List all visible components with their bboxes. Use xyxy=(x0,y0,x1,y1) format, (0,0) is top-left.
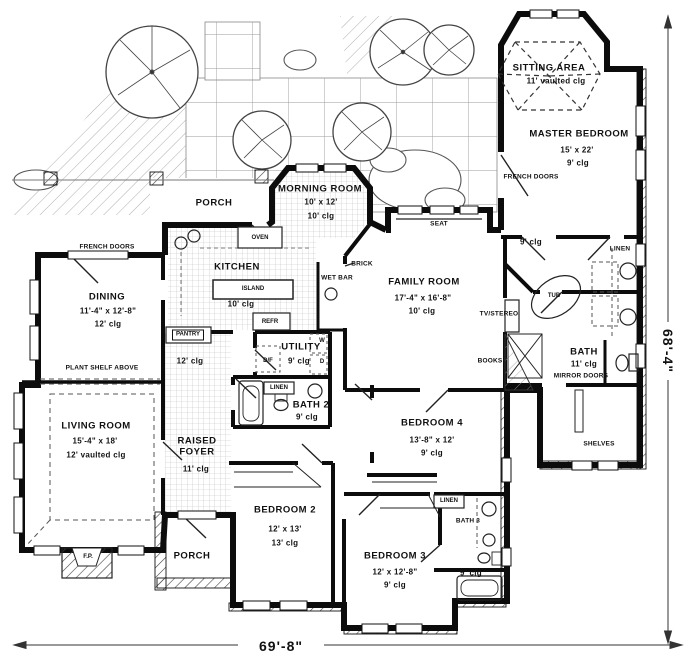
label-bedroom3-clg: 9' clg xyxy=(384,580,406,590)
label-bedroom4-size: 13'-8" x 12' xyxy=(409,435,455,445)
label-bath3-clg: 9' clg xyxy=(460,568,482,578)
label-books: BOOKS xyxy=(477,357,503,365)
label-bath-clg: 11' clg xyxy=(570,359,598,369)
dimension-bottom: 69'-8" xyxy=(252,638,310,654)
label-dining: DINING xyxy=(88,291,126,303)
label-kitchen-clg: 10' clg xyxy=(227,299,255,309)
label-refr: REFR xyxy=(261,319,279,325)
label-hall-clg: 9' clg xyxy=(520,237,542,247)
label-bath3: BATH 3 xyxy=(455,517,481,525)
label-french-doors-dining: FRENCH DOORS xyxy=(79,243,135,251)
label-brick: BRICK xyxy=(351,260,373,268)
label-island: ISLAND xyxy=(241,286,265,292)
dimension-lines xyxy=(12,14,684,650)
label-bath: BATH xyxy=(570,346,598,358)
label-linen-hall: LINEN xyxy=(270,385,288,391)
label-bedroom3: BEDROOM 3 xyxy=(363,550,427,562)
label-bedroom2-size: 12' x 13' xyxy=(268,524,302,534)
label-shelves: SHELVES xyxy=(583,440,615,448)
label-seat: SEAT xyxy=(430,220,448,228)
label-dryer: D xyxy=(319,359,325,365)
label-foyer-clg: 11' clg xyxy=(182,464,210,474)
label-wet-bar: WET BAR xyxy=(321,274,353,282)
fixtures xyxy=(25,41,639,601)
label-morning-room: MORNING ROOM xyxy=(277,183,363,195)
label-morning-clg: 10' clg xyxy=(307,211,335,221)
label-fireplace: F.P. xyxy=(83,554,93,560)
label-desk-file: D/F xyxy=(263,358,273,364)
label-family-room: FAMILY ROOM xyxy=(388,276,460,288)
label-master-size: 15' x 22' xyxy=(560,145,594,155)
label-washer: W xyxy=(319,338,325,344)
label-bath2: BATH 2 xyxy=(292,399,330,411)
label-sitting-area: SITTING AREA xyxy=(512,62,586,74)
label-foyer-2: FOYER xyxy=(179,446,215,458)
label-morning-size: 10' x 12' xyxy=(304,197,338,207)
label-bedroom4-clg: 9' clg xyxy=(421,448,443,458)
label-bedroom2-clg: 13' clg xyxy=(271,538,299,548)
windows xyxy=(13,9,646,634)
label-tub: TUB xyxy=(547,293,561,299)
label-bedroom3-size: 12' x 12'-8" xyxy=(372,567,418,577)
label-living-size: 15'-4" x 18' xyxy=(72,436,118,446)
label-tv-stereo: TV/STEREO xyxy=(479,310,519,318)
label-linen-bed3: LINEN xyxy=(440,498,458,504)
label-master-bedroom: MASTER BEDROOM xyxy=(529,128,629,140)
label-plant-shelf: PLANT SHELF ABOVE xyxy=(65,364,139,372)
label-family-clg: 10' clg xyxy=(408,306,436,316)
label-porch-rear: PORCH xyxy=(195,197,233,209)
label-dining-clg: 12' clg xyxy=(94,319,122,329)
label-gallery-clg: 12' clg xyxy=(176,356,204,366)
label-bath2-clg: 9' clg xyxy=(296,412,318,422)
label-foyer-1: RAISED xyxy=(177,435,217,447)
label-bedroom4: BEDROOM 4 xyxy=(400,417,464,429)
label-living-clg: 12' vaulted clg xyxy=(66,450,126,460)
interior-walls xyxy=(22,222,640,628)
label-oven: OVEN xyxy=(251,235,269,241)
label-sitting-clg: 11' vaulted clg xyxy=(526,76,586,86)
trees xyxy=(105,18,475,170)
label-kitchen: KITCHEN xyxy=(214,261,260,273)
label-family-size: 17'-4" x 16'-8" xyxy=(394,293,452,303)
label-dining-size: 11'-4" x 12'-8" xyxy=(79,306,137,316)
label-mirror-doors: MIRROR DOORS xyxy=(553,372,609,380)
dimension-right: 68'-4" xyxy=(660,322,676,380)
label-pantry: PANTRY xyxy=(172,329,204,341)
label-bedroom2: BEDROOM 2 xyxy=(253,504,317,516)
label-utility: UTILITY xyxy=(281,341,321,353)
label-linen-master: LINEN xyxy=(609,245,631,253)
door-leaves xyxy=(69,154,611,563)
label-utility-clg: 9' clg xyxy=(288,356,310,366)
label-living-room: LIVING ROOM xyxy=(61,420,131,432)
label-master-clg: 9' clg xyxy=(567,158,589,168)
label-french-doors-master: FRENCH DOORS xyxy=(503,173,559,181)
label-porch-front: PORCH xyxy=(173,550,211,562)
